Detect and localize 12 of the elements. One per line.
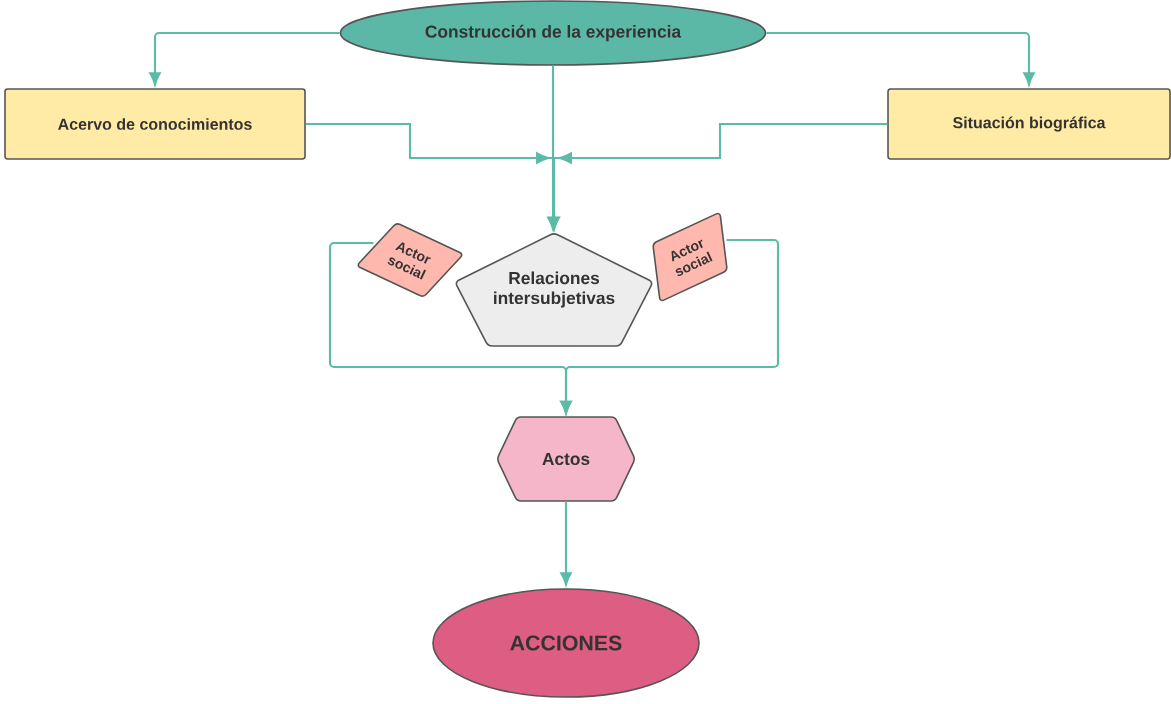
- process-box: Acervo de conocimientos: [4, 88, 306, 160]
- hexagon-node: Actos: [497, 416, 635, 502]
- process-box: Situación biográfica: [887, 88, 1171, 160]
- arrow: [149, 31, 340, 86]
- arrow: [766, 31, 1035, 86]
- ellipse-node: Construcción de la experiencia: [339, 0, 767, 66]
- parallelogram-node: Actor social: [357, 223, 463, 297]
- arrow: [548, 122, 888, 230]
- arrow: [560, 501, 572, 586]
- ellipse-node: ACCIONES: [432, 588, 700, 698]
- arrow: [560, 238, 780, 414]
- pentagon-node: Relaciones intersubjetivas: [455, 233, 653, 347]
